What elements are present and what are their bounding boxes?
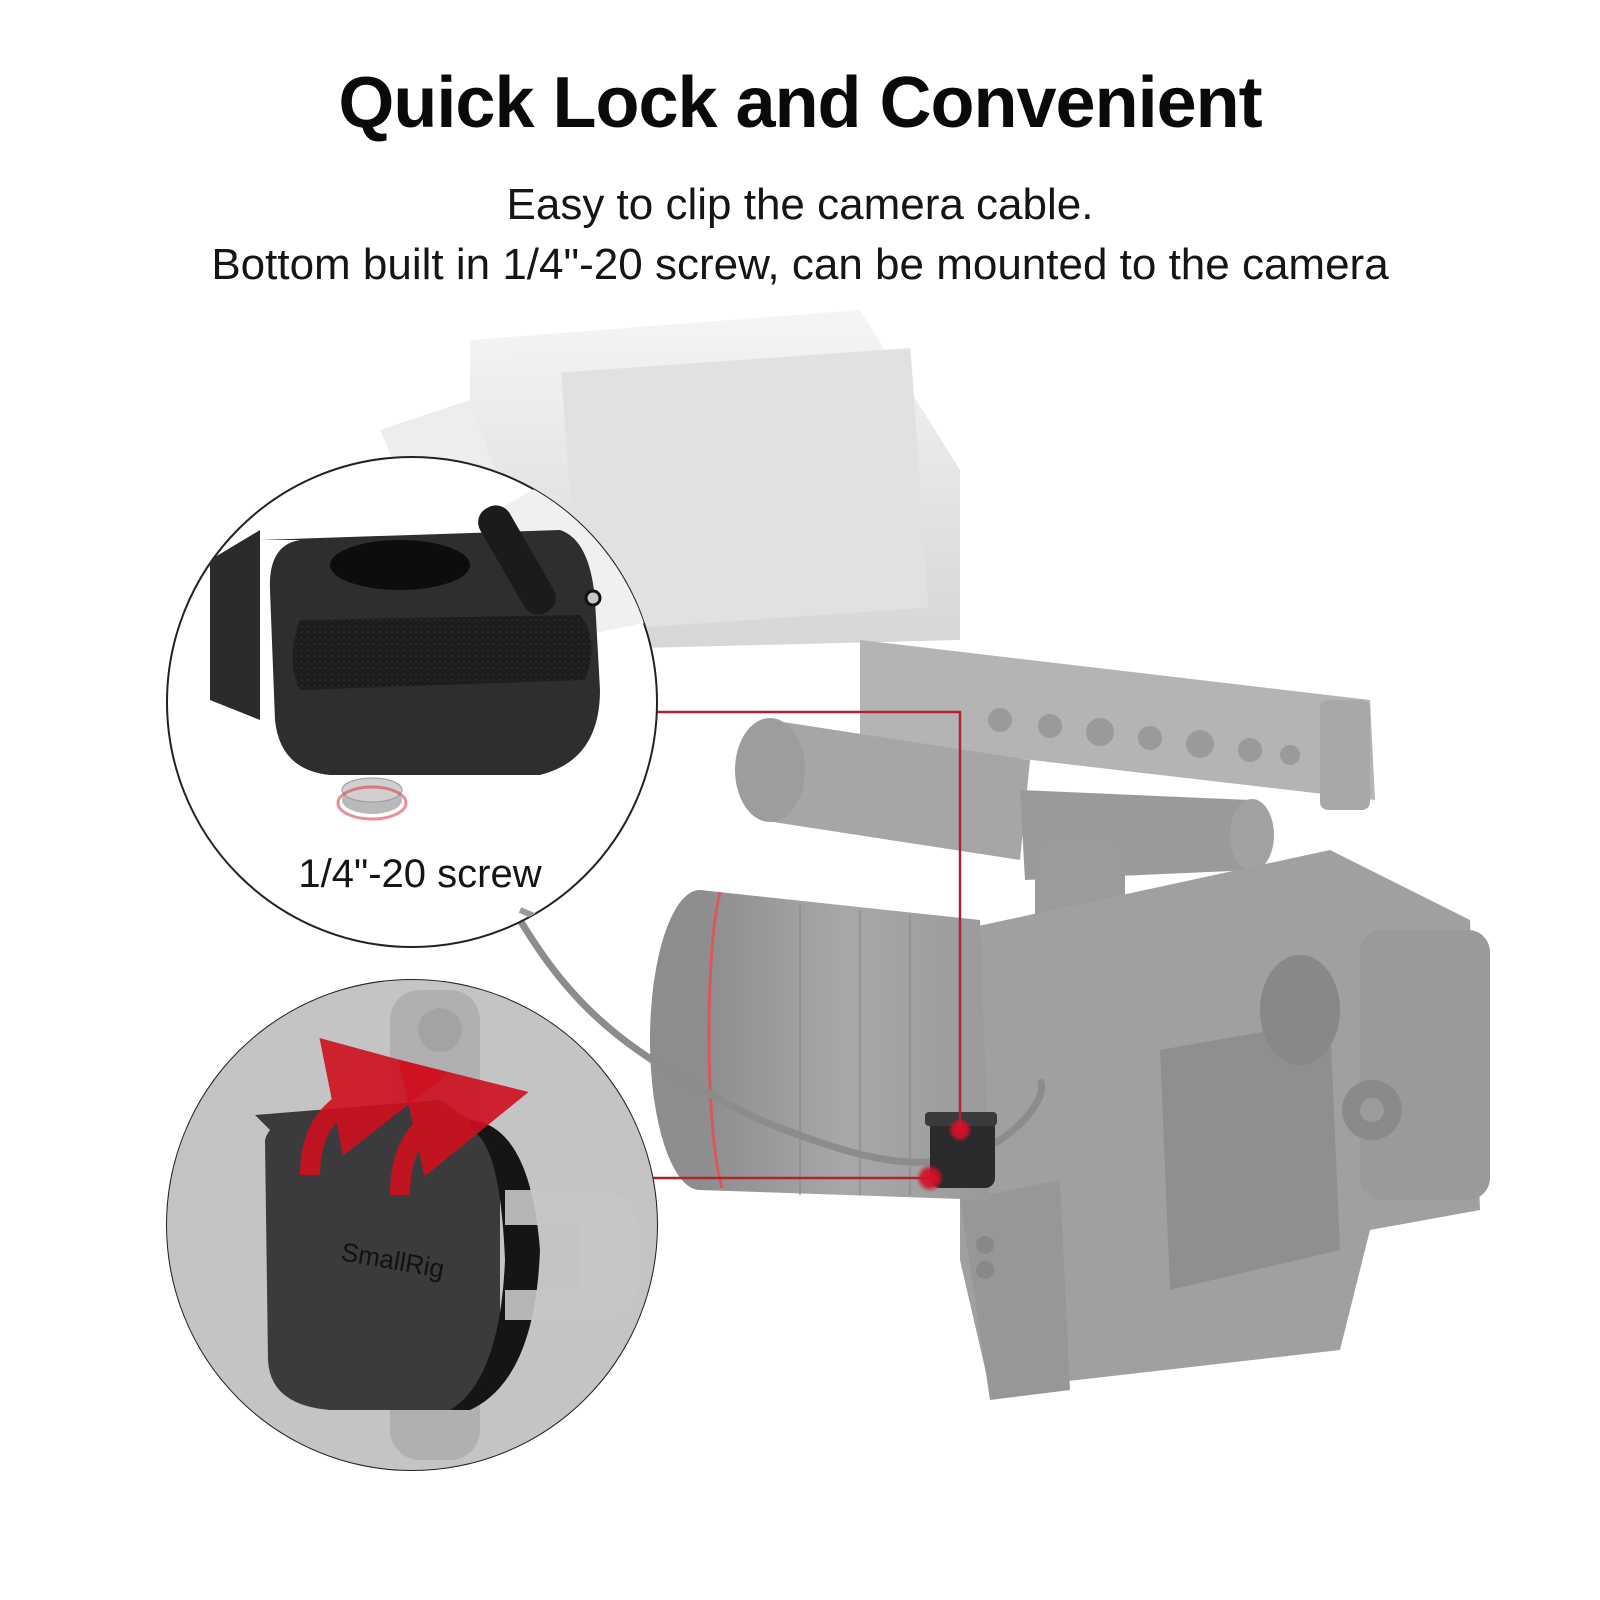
- screw-label: 1/4"-20 screw: [298, 852, 542, 896]
- red-dot-bottom: [916, 1164, 944, 1192]
- microphone: [735, 718, 1274, 992]
- callout-bottom: SmallRig: [166, 979, 658, 1471]
- camera-body: [960, 850, 1490, 1400]
- subtitle-line-2: Bottom built in 1/4"-20 screw, can be mo…: [211, 240, 1389, 289]
- camera-cable: [516, 918, 1046, 1166]
- page-title: Quick Lock and Convenient: [338, 63, 1262, 143]
- callout-top: [166, 456, 658, 948]
- top-handle: [860, 640, 1375, 810]
- leader-lines: [653, 710, 962, 1180]
- red-dot-top: [948, 1118, 972, 1142]
- subtitle-line-1: Easy to clip the camera cable.: [506, 180, 1094, 229]
